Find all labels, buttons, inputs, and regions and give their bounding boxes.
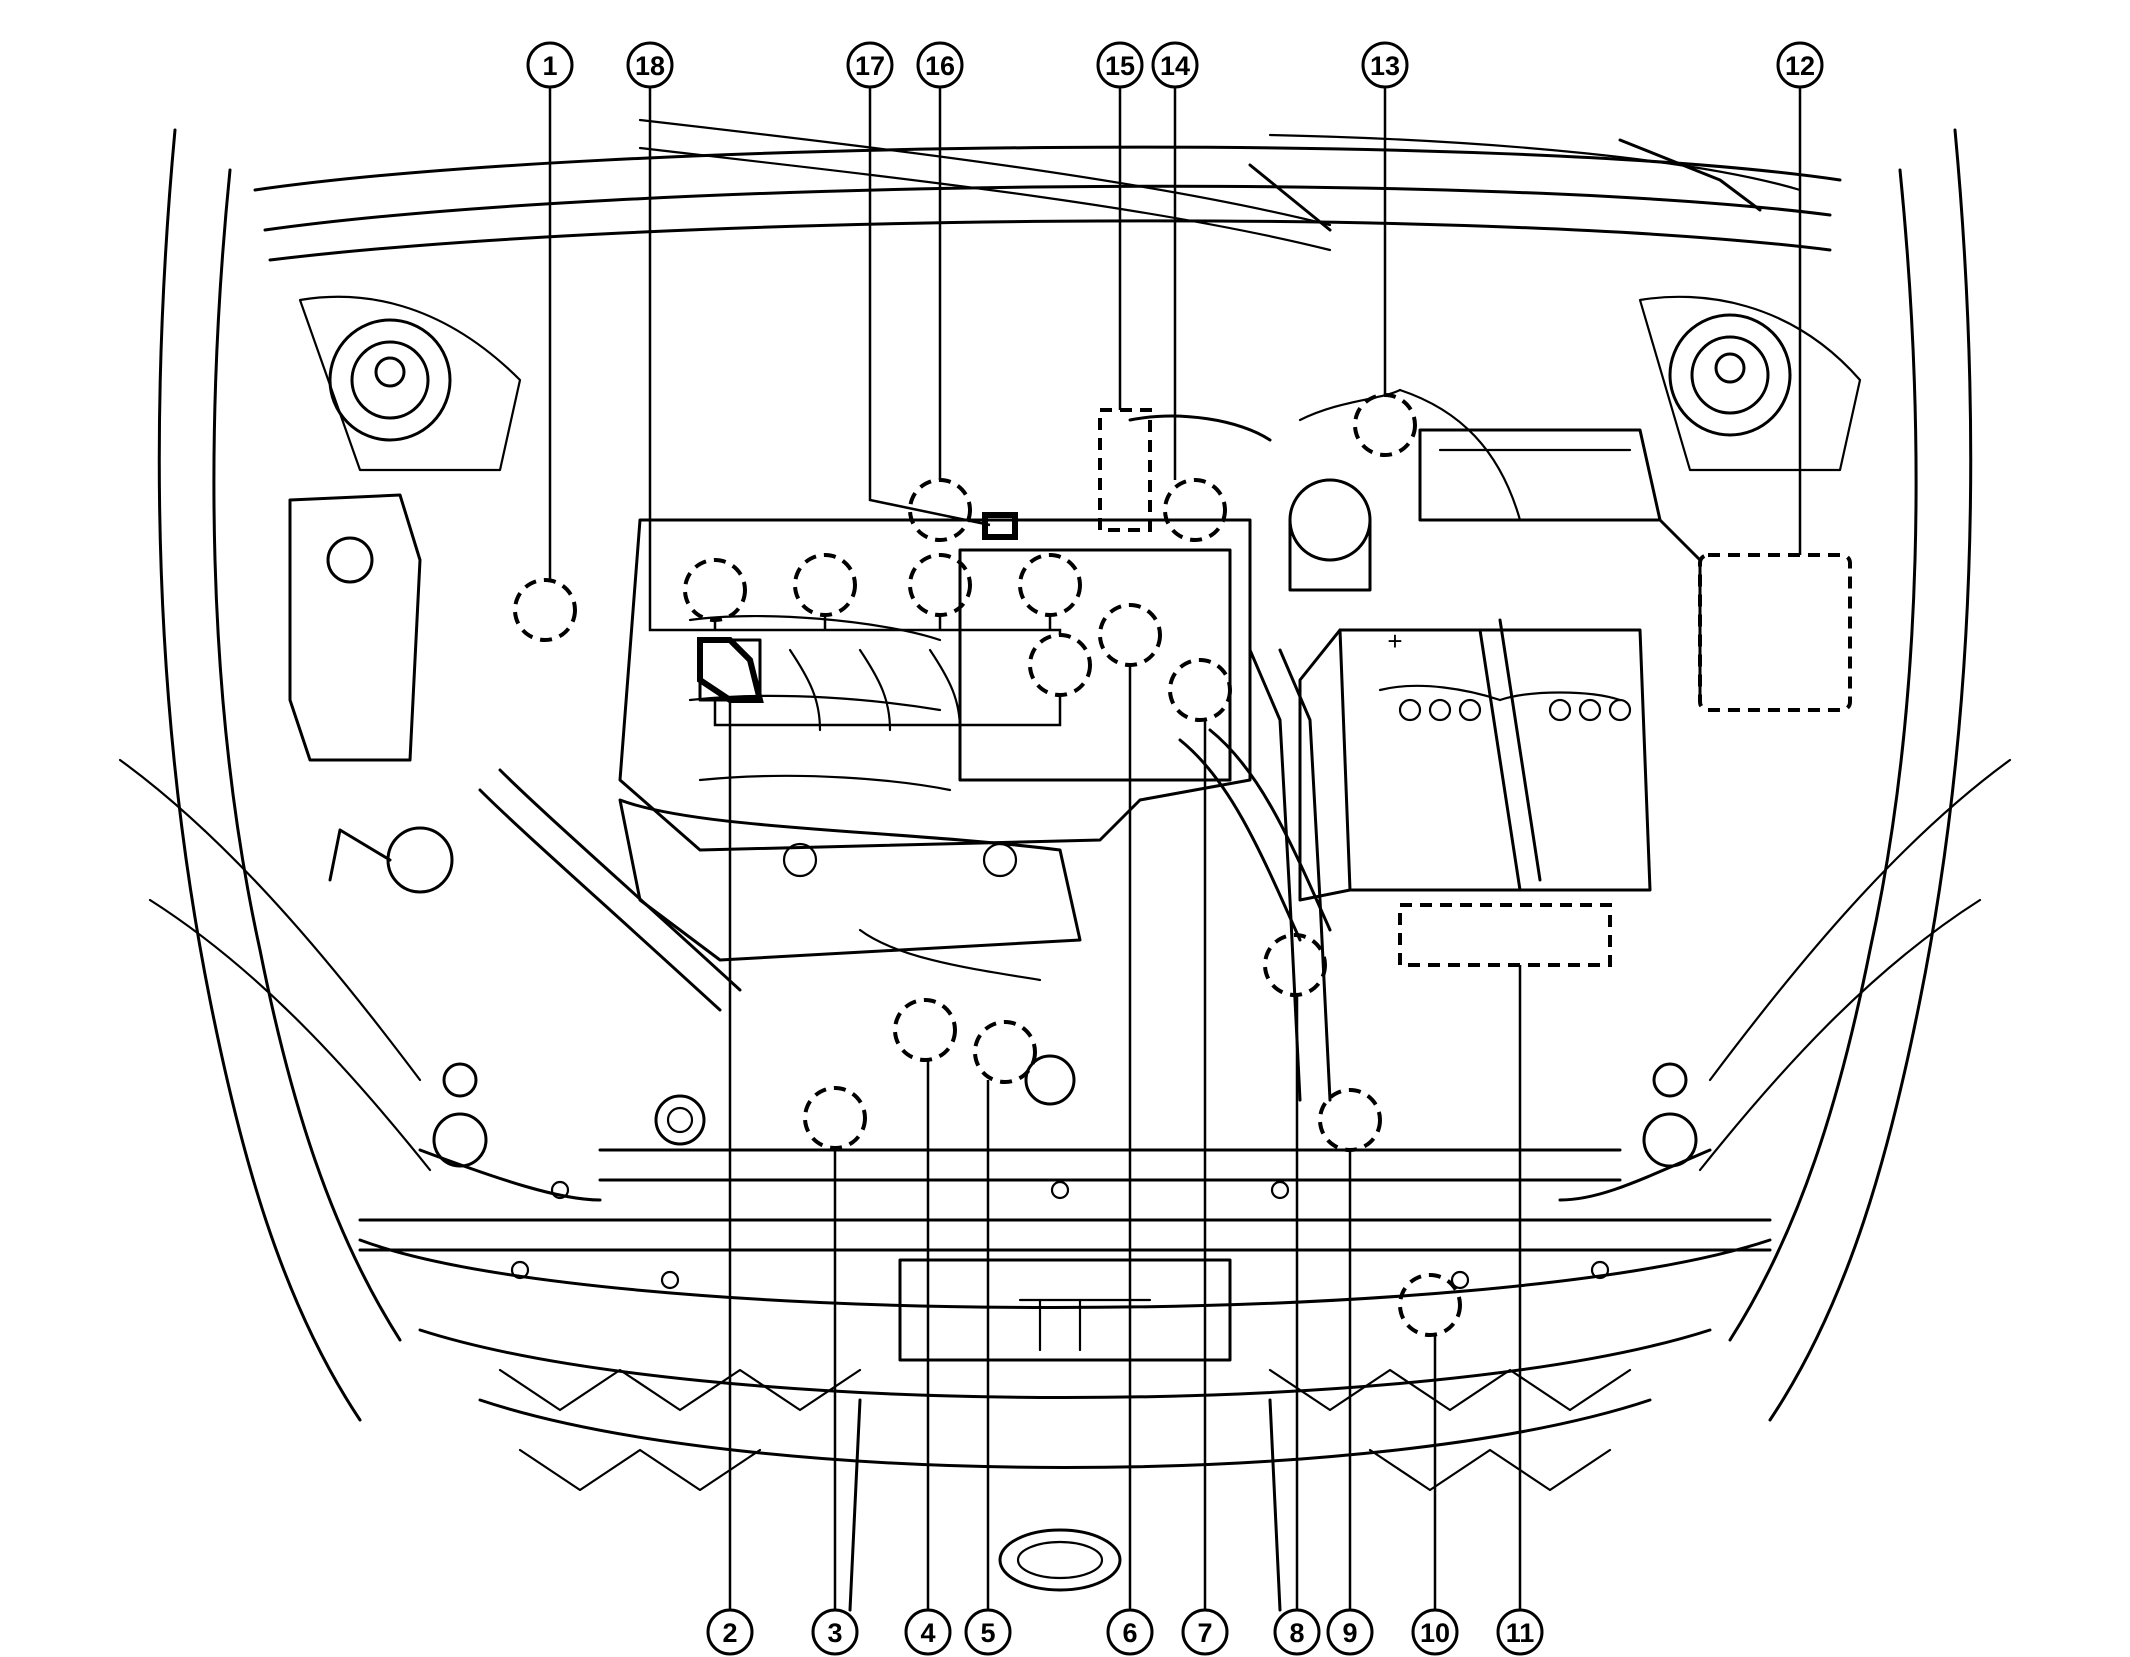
marker-2	[697, 637, 764, 703]
callout-9-text: 9	[1342, 1618, 1357, 1648]
marker-1	[513, 578, 577, 642]
callout-13: 13	[1361, 41, 1409, 89]
callout-7-text: 7	[1197, 1618, 1212, 1648]
marker-3	[803, 1086, 867, 1150]
callout-11: 11	[1496, 1608, 1544, 1656]
marker-10	[1398, 1273, 1462, 1337]
leader-lines	[548, 88, 1802, 1612]
callout-2-text: 2	[722, 1618, 737, 1648]
callout-15-text: 15	[1105, 51, 1135, 81]
callout-3-text: 3	[827, 1618, 842, 1648]
callout-8-text: 8	[1289, 1618, 1304, 1648]
callout-11-text: 11	[1506, 1618, 1535, 1648]
marker-14	[1163, 478, 1227, 542]
engine-compartment-illustration: +	[118, 118, 2012, 1612]
marker-18a	[683, 558, 747, 622]
callout-5-text: 5	[980, 1618, 995, 1648]
marker-8	[1263, 933, 1327, 997]
callout-8: 8	[1273, 1608, 1321, 1656]
marker-15	[1098, 408, 1152, 532]
callout-7: 7	[1181, 1608, 1229, 1656]
callout-6-text: 6	[1122, 1618, 1137, 1648]
callout-12: 12	[1776, 41, 1824, 89]
callout-16-text: 16	[925, 51, 955, 81]
marker-5	[973, 1020, 1037, 1084]
marker-6	[1098, 603, 1162, 667]
marker-17	[982, 512, 1018, 540]
callout-3: 3	[811, 1608, 859, 1656]
callout-4-text: 4	[920, 1618, 935, 1648]
callout-13-text: 13	[1370, 51, 1400, 81]
callout-6: 6	[1106, 1608, 1154, 1656]
marker-4	[893, 998, 957, 1062]
callout-17: 17	[846, 41, 894, 89]
callout-1-text: 1	[542, 51, 557, 81]
callout-12-text: 12	[1785, 51, 1815, 81]
marker-11	[1398, 903, 1612, 967]
callout-10-text: 10	[1420, 1618, 1450, 1648]
callout-15: 15	[1096, 41, 1144, 89]
callout-18: 18	[626, 41, 674, 89]
callout-1: 1	[526, 41, 574, 89]
marker-12	[1698, 553, 1852, 712]
callout-5: 5	[964, 1608, 1012, 1656]
callout-9: 9	[1326, 1608, 1374, 1656]
marker-13	[1353, 393, 1417, 457]
callout-2: 2	[706, 1608, 754, 1656]
callout-14: 14	[1151, 41, 1199, 89]
callout-14-text: 14	[1160, 51, 1190, 81]
callout-labels: 1 18 17 16 15 14 13 12 2 3 4 5 6 7 8 9 1…	[526, 41, 1824, 1656]
callout-18-text: 18	[635, 51, 665, 81]
callout-17-text: 17	[855, 51, 885, 81]
marker-18e	[1028, 633, 1092, 697]
callout-10: 10	[1411, 1608, 1459, 1656]
callout-16: 16	[916, 41, 964, 89]
callout-4: 4	[904, 1608, 952, 1656]
marker-18b	[793, 553, 857, 617]
marker-18d	[1018, 553, 1082, 617]
marker-7	[1168, 658, 1232, 722]
battery-positive-sign: +	[1387, 626, 1402, 656]
